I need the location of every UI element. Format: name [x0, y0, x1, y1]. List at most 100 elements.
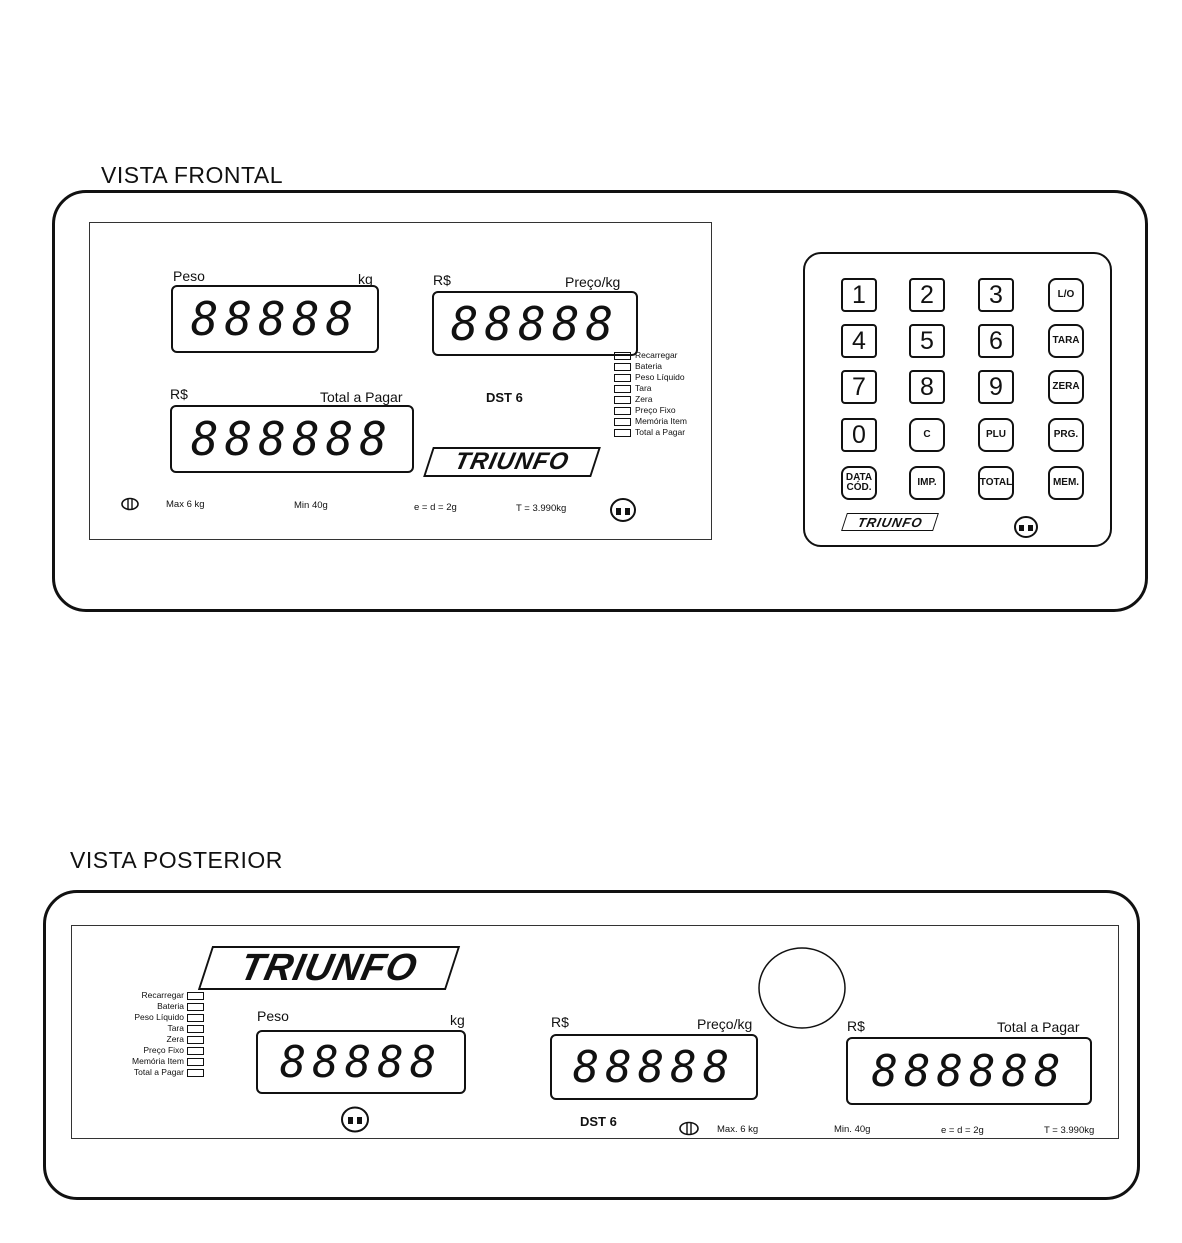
front-indicator-lamp	[614, 406, 631, 415]
front-indicator-row: Peso Líquido	[614, 372, 687, 383]
front-indicator-lamp	[614, 428, 631, 437]
front-indicator-lamp	[614, 384, 631, 393]
front-spec-tare: T = 3.990kg	[516, 503, 567, 514]
rear-indicator-row: Memória Item	[94, 1056, 204, 1067]
front-indicator-label: Memória Item	[635, 416, 687, 426]
rear-indicator-label: Tara	[167, 1023, 184, 1033]
front-indicator-label: Recarregar	[635, 350, 678, 360]
keypad-brand-logo: TRIUNFO	[841, 513, 939, 531]
key-1-button[interactable]: 1	[841, 278, 877, 312]
rear-indicator-lamp	[187, 1046, 204, 1055]
rear-indicator-label: Peso Líquido	[134, 1012, 184, 1022]
front-spec-ed: e = d = 2g	[414, 502, 457, 513]
key-prg-button[interactable]: PRG.	[1048, 418, 1084, 452]
rear-price-currency: R$	[551, 1014, 569, 1030]
front-indicator-lamp	[614, 417, 631, 426]
front-brand-logo: TRIUNFO	[423, 447, 601, 477]
rear-display-panel	[71, 925, 1119, 1139]
front-indicator-label: Tara	[635, 383, 652, 393]
front-indicator-row: Memória Item	[614, 416, 687, 427]
rear-indicator-row: Preço Fixo	[94, 1045, 204, 1056]
key-total-button[interactable]: TOTAL	[978, 466, 1014, 500]
key-2-button[interactable]: 2	[909, 278, 945, 312]
front-indicator-row: Preço Fixo	[614, 405, 687, 416]
key-9-button[interactable]: 9	[978, 370, 1014, 404]
rear-indicator-row: Recarregar	[94, 990, 204, 1001]
key-zera-button[interactable]: ZERA	[1048, 370, 1084, 404]
front-weight-display: 88888	[171, 285, 379, 353]
front-indicator-label: Peso Líquido	[635, 372, 685, 382]
rear-indicator-label: Preço Fixo	[143, 1045, 184, 1055]
keypad-inmetro-seal-icon	[1014, 516, 1038, 538]
key-0-button[interactable]: 0	[841, 418, 877, 452]
rear-brand-text: TRIUNFO	[236, 946, 422, 989]
front-price-label: Preço/kg	[565, 274, 621, 290]
rear-spec-max: Max. 6 kg	[717, 1124, 759, 1135]
front-housing	[52, 190, 1148, 612]
key-imp-button[interactable]: IMP.	[909, 466, 945, 500]
rear-indicator-label: Bateria	[157, 1001, 184, 1011]
front-spec-min: Min 40g	[294, 500, 328, 511]
front-display-panel	[89, 222, 712, 540]
rear-indicator-lamp	[187, 1068, 204, 1077]
rear-indicator-lamp	[187, 1035, 204, 1044]
front-brand-text: TRIUNFO	[452, 448, 572, 475]
front-spec-max: Max 6 kg	[166, 499, 205, 510]
rear-spec-min: Min. 40g	[834, 1124, 871, 1135]
front-total-display: 888888	[170, 405, 414, 473]
front-indicator-lamp	[614, 373, 631, 382]
key-tara-button[interactable]: TARA	[1048, 324, 1084, 358]
rear-indicator-label: Recarregar	[141, 990, 184, 1000]
front-indicator-row: Bateria	[614, 361, 687, 372]
front-weight-label: Peso	[173, 268, 205, 284]
front-indicator-lamp	[614, 362, 631, 371]
rear-indicator-row: Peso Líquido	[94, 1012, 204, 1023]
front-model: DST 6	[486, 390, 523, 405]
level-bubble-icon	[121, 497, 139, 511]
rear-spec-ed: e = d = 2g	[941, 1125, 984, 1136]
key-6-button[interactable]: 6	[978, 324, 1014, 358]
rear-total-display: 888888	[846, 1037, 1092, 1105]
rear-spec-tare: T = 3.990kg	[1044, 1125, 1095, 1136]
front-indicator-label: Total a Pagar	[635, 427, 686, 437]
inmetro-seal-icon	[610, 498, 636, 522]
rear-level-bubble-icon	[679, 1121, 699, 1136]
key-c-button[interactable]: C	[909, 418, 945, 452]
front-indicator-lamp	[614, 351, 631, 360]
rear-indicator-row: Total a Pagar	[94, 1067, 204, 1078]
key-lo-button[interactable]: L/O	[1048, 278, 1084, 312]
front-price-currency: R$	[433, 272, 451, 288]
rear-indicator-lamp	[187, 991, 204, 1000]
rear-price-display: 88888	[550, 1034, 758, 1100]
key-5-button[interactable]: 5	[909, 324, 945, 358]
rear-price-label: Preço/kg	[697, 1016, 753, 1032]
front-indicator-label: Bateria	[635, 361, 662, 371]
key-plu-button[interactable]: PLU	[978, 418, 1014, 452]
front-indicator-lamp	[614, 395, 631, 404]
rear-indicator-lamp	[187, 1013, 204, 1022]
rear-inmetro-seal-icon	[341, 1106, 369, 1133]
front-indicator-row: Total a Pagar	[614, 427, 687, 438]
rear-housing	[43, 890, 1140, 1200]
rear-indicator-row: Tara	[94, 1023, 204, 1034]
key-4-button[interactable]: 4	[841, 324, 877, 358]
front-indicator-row: Zera	[614, 394, 687, 405]
rear-indicator-lamp	[187, 1057, 204, 1066]
key-data-cód-button[interactable]: DATA CÓD.	[841, 466, 877, 500]
key-3-button[interactable]: 3	[978, 278, 1014, 312]
front-total-label: Total a Pagar	[320, 389, 403, 405]
rear-indicator-lamp	[187, 1024, 204, 1033]
front-total-currency: R$	[170, 386, 188, 402]
key-7-button[interactable]: 7	[841, 370, 877, 404]
rear-weight-label: Peso	[257, 1008, 289, 1024]
rear-indicator-label: Total a Pagar	[133, 1067, 184, 1077]
key-8-button[interactable]: 8	[909, 370, 945, 404]
rear-indicator-lamp	[187, 1002, 204, 1011]
rear-indicator-row: Bateria	[94, 1001, 204, 1012]
rear-model: DST 6	[580, 1114, 617, 1129]
key-mem-button[interactable]: MEM.	[1048, 466, 1084, 500]
rear-view-title: VISTA POSTERIOR	[70, 847, 283, 873]
rear-indicator-row: Zera	[94, 1034, 204, 1045]
